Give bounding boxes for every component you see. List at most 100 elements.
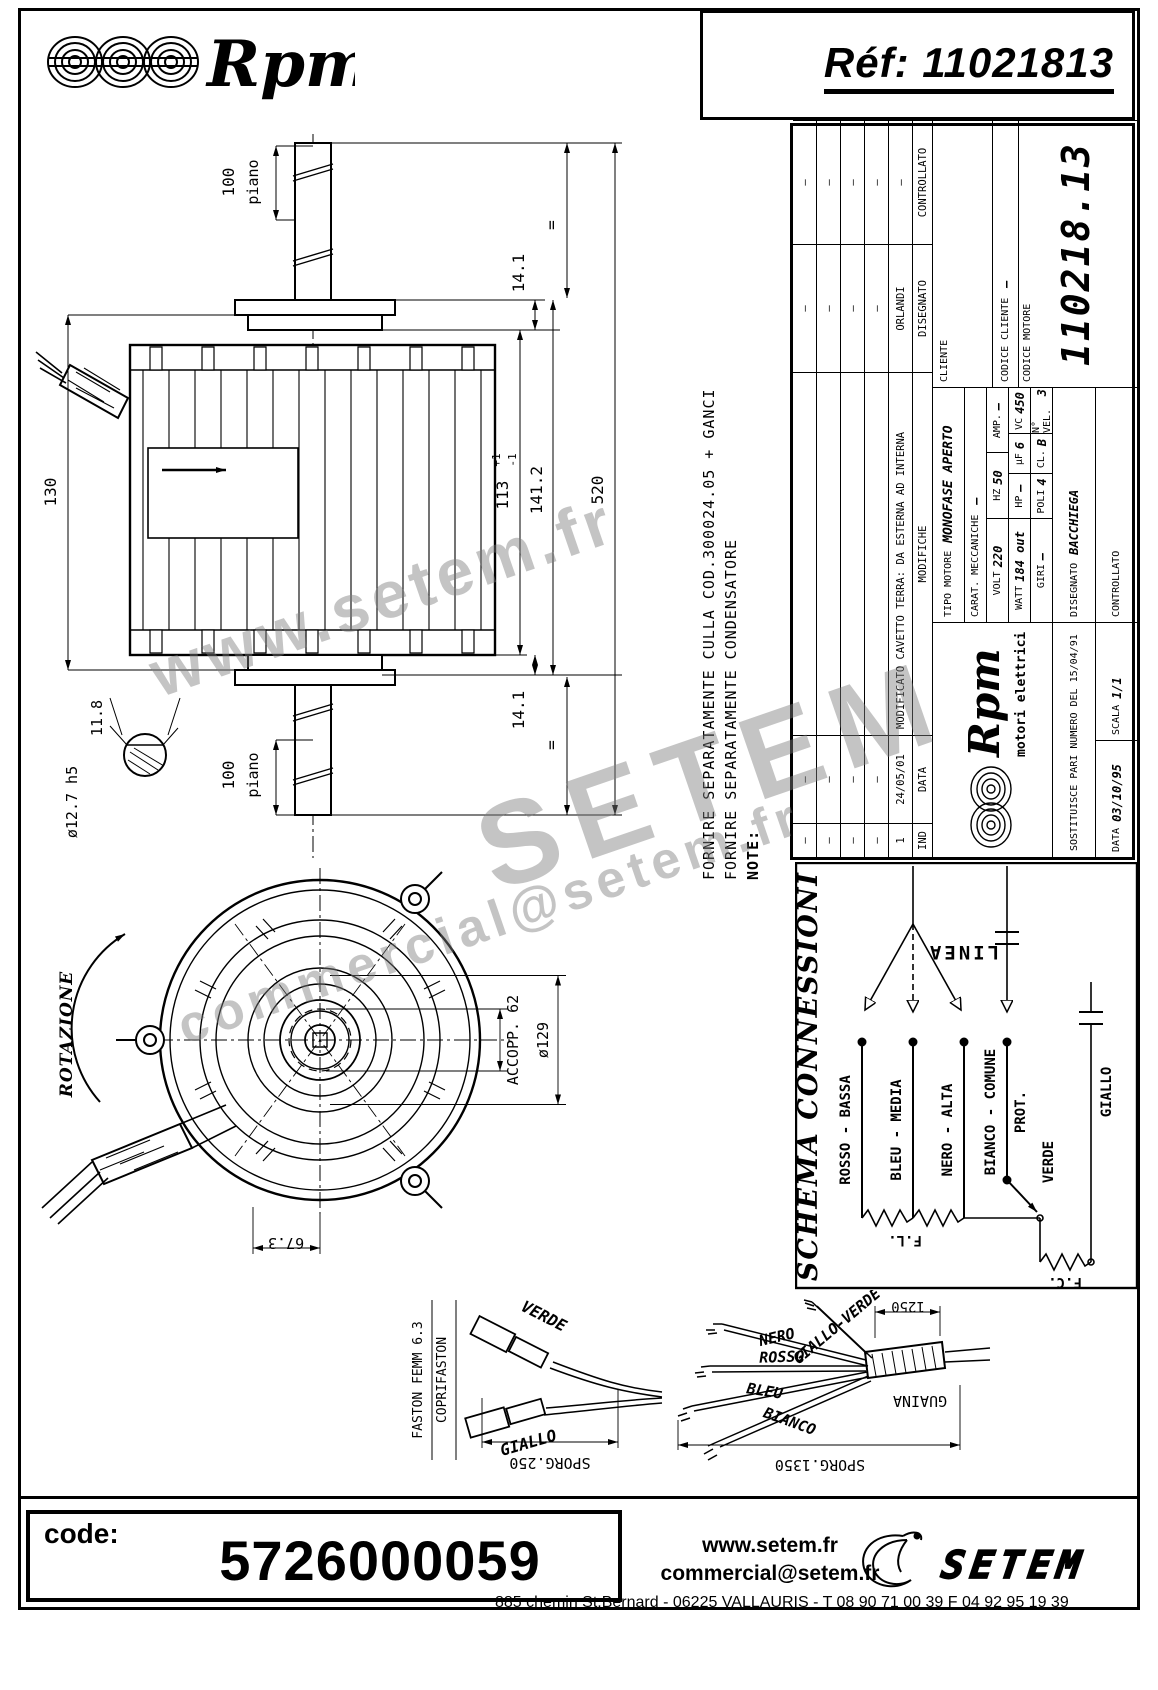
note-line2: FORNIRE SEPARATAMENTE CONDENSATORE (722, 538, 740, 880)
dim-130: 130 (41, 478, 60, 507)
setem-logo-text: SETEM (939, 1544, 1090, 1588)
rev-cell: – (841, 735, 865, 823)
front-dimensions (252, 975, 566, 1254)
sporg250-dim (481, 1390, 619, 1448)
rev-cell: – (865, 735, 889, 823)
code-box (26, 1510, 622, 1602)
dim-100-top: 100 (219, 168, 238, 197)
dim-113-tol-minus: -1 (506, 453, 519, 466)
tb-poli-value: 4 (1034, 478, 1049, 486)
schema-title: SCHEMA CONNESSIONI (795, 871, 824, 1281)
dim-11-8: 11.8 (88, 700, 106, 736)
tb-carat-value: – (968, 497, 983, 505)
dimension-lines (65, 142, 622, 816)
rev-cell: – (817, 120, 841, 244)
tb-sostituisce: SOSTITUISCE PARI NUMERO DEL 15/04/91 (1053, 622, 1096, 857)
rev-cell: – (793, 120, 817, 244)
faston-label: FASTON FEMM 6.3 (411, 1321, 426, 1438)
rev-cell: 24/05/01 (889, 735, 913, 823)
tb-uf-value: 6 (1012, 441, 1027, 450)
tb-cliente: CLIENTE (933, 120, 993, 387)
ref-number: Réf: 11021813 (823, 39, 1114, 94)
tb-data: DATA 03/10/95 (1096, 740, 1138, 857)
tb-giri-label: GIRI (1036, 564, 1047, 589)
schema-prot-label: PROT. (1013, 1091, 1029, 1133)
guaina-label: GUAINA (893, 1392, 947, 1410)
rev-cell: – (865, 823, 889, 857)
tb-data-label: DATA (1111, 827, 1122, 852)
schema-wire-bianco: BIANCO - COMUNE (983, 1049, 999, 1175)
tb-vc-value: 450 (1012, 392, 1027, 414)
schema-wire-bleu: BLEU - MEDIA (889, 1079, 905, 1181)
tb-cliente-label: CLIENTE (939, 339, 950, 382)
dim-14-1-top: 14.1 (509, 254, 528, 293)
schema-linea-label: LINEA (927, 941, 999, 963)
tb-carat-label: CARAT. MECCANICHE (970, 514, 981, 617)
tb-controllato: CONTROLLATO (1096, 387, 1138, 622)
rev-cell: – (865, 244, 889, 372)
rosso-label: ROSSO (759, 1347, 805, 1367)
tb-logo-cell: Rpm motori elettrici (933, 622, 1053, 857)
rev-cell: – (817, 735, 841, 823)
cable-detail-right: GIALLO-VERDE NERO ROSSO BLEU BIANCO GUAI… (677, 1290, 991, 1474)
sporg1350-dim (677, 1385, 961, 1450)
tb-data-value: 03/10/95 (1109, 764, 1124, 822)
tb-hz-value: 50 (990, 470, 1005, 485)
tb-disegnato-value: BACCHIEGA (1067, 489, 1081, 555)
dim-520: 520 (588, 476, 607, 505)
dim-equal-bottom: = (542, 740, 561, 750)
dia-129-label: ø129 (534, 1022, 552, 1058)
schema-connessioni: SCHEMA CONNESSIONI LINEA ROSSO - BASSA B… (795, 862, 1138, 1290)
cable-detail-left: FASTON FEMM 6.3 COPRIFASTON VERDE GIALLO… (411, 1297, 663, 1472)
shaft-bottom (292, 684, 334, 816)
rev-cell: – (817, 244, 841, 372)
rev-header-disegnato: DISEGNATO (913, 244, 933, 372)
rev-cell: – (793, 823, 817, 857)
motor-side-view: 100 piano 130 14.1 = 113 +1 -1 141.2 520… (35, 134, 622, 858)
tb-carat: CARAT. MECCANICHE – (965, 387, 987, 622)
tb-poli-label: POLI (1036, 489, 1047, 514)
schema-verde-label: VERDE (1041, 1141, 1057, 1183)
dim-113-tol-plus: +1 (490, 453, 503, 466)
tb-volt-label: VOLT (992, 571, 1003, 596)
tb-cl-value: B (1034, 438, 1049, 447)
tb-codcli: CODICE CLIENTE– (993, 120, 1019, 387)
dim-100-bottom: 100 (219, 761, 238, 790)
rev-cell: – (865, 120, 889, 244)
setem-logo: SETEM (862, 1531, 1090, 1589)
tb-controllato-label: CONTROLLATO (1111, 550, 1122, 617)
rev-cell (817, 372, 841, 735)
rev-cell: 1 (889, 823, 913, 857)
tb-scala-label: SCALA (1111, 704, 1122, 735)
tb-codmot: CODICE MOTORE 110218.13 (1019, 120, 1138, 387)
tb-amp-label: AMP. (992, 414, 1003, 439)
tb-watt-label: WATT (1014, 585, 1025, 610)
sporg1350-label: SPORG.1350 (775, 1456, 865, 1474)
motor-front-view: ROTAZIONE ACCOPP. 62 ø129 67.3 (41, 868, 566, 1254)
motor-body (128, 343, 497, 657)
guaina-sheath (863, 1340, 991, 1380)
verde-wire-label: VERDE (518, 1297, 570, 1336)
dim-piano-top: piano (244, 159, 262, 204)
schema-linea-arrows (865, 866, 1019, 1012)
tb-hz-label: HZ (992, 488, 1003, 501)
rev-cell: ORLANDI (889, 244, 913, 372)
dim-12-7: ø12.7 h5 (63, 766, 81, 838)
rev-cell: – (841, 244, 865, 372)
tb-hp-value: – (1012, 484, 1027, 492)
tb-vc-label: VC (1014, 417, 1025, 430)
code-label: code: (44, 1518, 119, 1549)
dim-1250-label: 1250 (891, 1298, 925, 1314)
bleu-label: BLEU (745, 1379, 785, 1403)
tb-codmot-label: CODICE MOTORE (1022, 303, 1033, 382)
dim-equal-top: = (542, 220, 561, 230)
rev-header-controllato: CONTROLLATO (913, 120, 933, 244)
schema-wires (857, 1037, 1012, 1218)
tb-watt-value: 184 out (1012, 531, 1027, 582)
tb-codcli-value: – (998, 280, 1013, 288)
flange-top (234, 299, 396, 331)
